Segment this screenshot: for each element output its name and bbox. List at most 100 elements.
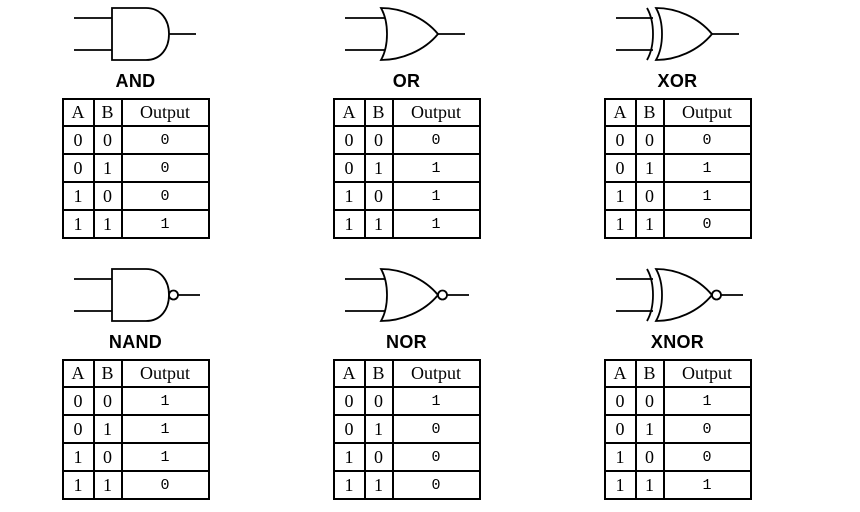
input-b-value: 1 xyxy=(363,414,394,444)
input-a-value: 0 xyxy=(603,414,637,444)
output-value: 0 xyxy=(662,125,752,155)
output-value: 0 xyxy=(120,181,210,211)
input-a-value: 0 xyxy=(603,386,637,416)
truth-table-header-a: A xyxy=(332,98,366,127)
truth-table-header-a: A xyxy=(61,359,95,388)
and-body xyxy=(110,7,170,61)
or-body xyxy=(378,7,439,61)
nand-gate-label: NAND xyxy=(108,332,163,352)
input-b-value: 0 xyxy=(92,181,123,211)
input-a-value: 0 xyxy=(61,153,95,183)
input-a-value: 1 xyxy=(332,181,366,211)
input-a-value: 1 xyxy=(61,470,95,500)
and-body xyxy=(110,268,170,322)
gate-symbol xyxy=(66,263,206,327)
input-b-value: 1 xyxy=(634,209,665,239)
output-value: 0 xyxy=(391,125,481,155)
input-b-value: 0 xyxy=(92,386,123,416)
truth-table-header-a: A xyxy=(61,98,95,127)
gate-symbol xyxy=(608,263,748,327)
truth-table-header-row: A B Output xyxy=(61,359,210,388)
or-body xyxy=(378,268,439,322)
input-b-value: 1 xyxy=(634,153,665,183)
and-gate-label: AND xyxy=(115,71,156,91)
and-gate-icon xyxy=(73,7,196,61)
truth-table-header-row: A B Output xyxy=(603,98,752,127)
output-value: 1 xyxy=(662,153,752,183)
input-a-value: 1 xyxy=(603,470,637,500)
input-a-value: 1 xyxy=(61,209,95,239)
input-a-value: 0 xyxy=(332,153,366,183)
input-b-value: 0 xyxy=(363,442,394,472)
output-value: 0 xyxy=(662,442,752,472)
input-b-value: 1 xyxy=(92,209,123,239)
input-a-value: 0 xyxy=(603,125,637,155)
truth-table-header-output: Output xyxy=(662,359,752,388)
truth-table-header-a: A xyxy=(603,359,637,388)
output-value: 0 xyxy=(120,153,210,183)
output-value: 1 xyxy=(662,181,752,211)
input-a-value: 1 xyxy=(332,442,366,472)
input-b-value: 1 xyxy=(634,470,665,500)
input-b-value: 0 xyxy=(363,181,394,211)
input-a-value: 1 xyxy=(603,442,637,472)
output-value: 1 xyxy=(391,386,481,416)
truth-table-header-a: A xyxy=(332,359,366,388)
output-value: 1 xyxy=(120,414,210,444)
input-a-value: 0 xyxy=(603,153,637,183)
or-gate-icon xyxy=(344,7,465,61)
xor-back-arc xyxy=(645,268,654,322)
input-b-value: 1 xyxy=(92,414,123,444)
input-b-value: 0 xyxy=(92,125,123,155)
output-value: 0 xyxy=(391,470,481,500)
input-b-value: 0 xyxy=(363,386,394,416)
truth-table-header-b: B xyxy=(92,359,123,388)
gate-symbol xyxy=(337,2,477,66)
input-a-value: 0 xyxy=(61,386,95,416)
output-value: 1 xyxy=(391,153,481,183)
nand-gate-icon xyxy=(73,268,200,322)
input-a-value: 1 xyxy=(603,209,637,239)
xnor-gate-icon xyxy=(615,268,743,322)
output-value: 1 xyxy=(391,209,481,239)
input-a-value: 0 xyxy=(332,414,366,444)
xnor-gate-label: XNOR xyxy=(650,332,705,352)
input-b-value: 1 xyxy=(92,470,123,500)
input-a-value: 0 xyxy=(332,386,366,416)
truth-table-header-row: A B Output xyxy=(332,359,481,388)
output-value: 0 xyxy=(120,470,210,500)
truth-table-header-output: Output xyxy=(391,359,481,388)
output-value: 0 xyxy=(120,125,210,155)
output-value: 1 xyxy=(391,181,481,211)
truth-table-header-b: B xyxy=(634,98,665,127)
truth-table-header-output: Output xyxy=(120,359,210,388)
